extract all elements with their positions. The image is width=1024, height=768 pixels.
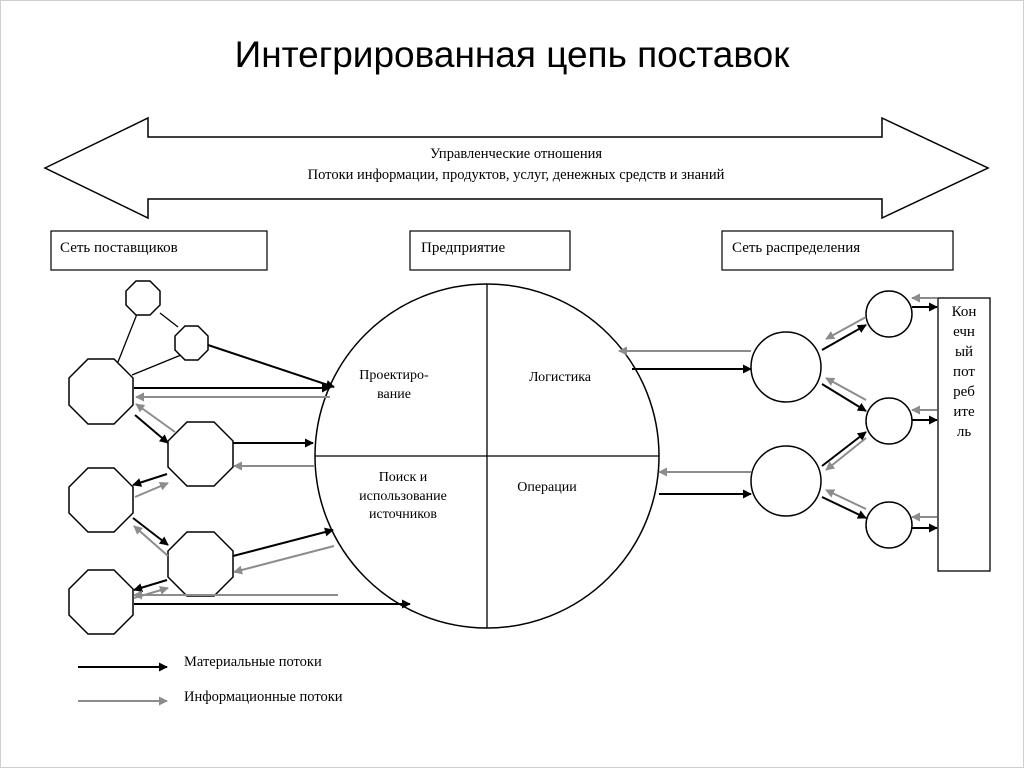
material-flow-arrow [821,496,867,519]
supplier-node [167,421,234,487]
quadrant-sourcing-line-3: источников [369,507,437,522]
material-flow-arrow [134,414,169,444]
material-flow-arrow [133,579,168,592]
information-flow-arrow [133,525,169,557]
information-flow-arrow [233,545,335,575]
distribution-node [865,290,913,338]
material-flow-arrow [232,527,334,557]
distribution-node [865,397,913,445]
information-flow-arrow [134,482,169,498]
supplier-node [167,531,234,597]
supplier-node [174,325,209,361]
page-title: Интегрированная цепь поставок [234,34,790,75]
end-consumer-box [937,297,991,572]
information-flow-arrow [825,316,867,340]
supplier-node [68,467,134,533]
consumer-text-4: пот [953,364,975,380]
distribution-box [721,230,954,271]
consumer-text-6: ите [953,404,975,420]
quadrant-operations: Операции [517,480,577,495]
distribution-label: Сеть распределения [732,240,860,256]
suppliers-label: Сеть поставщиков [60,240,178,256]
information-flow-arrow [135,403,176,433]
quadrant-sourcing-line-2: использование [359,489,447,504]
quadrant-design-line-2: вание [377,387,411,402]
distribution-node [865,501,913,549]
supplier-link [117,313,138,363]
information-flow-arrow [825,437,867,471]
information-flow-arrow [133,585,169,599]
material-flow-arrow [132,473,168,487]
supplier-node [68,358,134,425]
consumer-text-1: Кон [952,304,977,320]
supplier-link [159,312,179,328]
quadrant-logistics: Логистика [529,370,592,385]
consumer-text-5: реб [953,384,975,400]
enterprise-box [409,230,571,271]
legend-material-label: Материальные потоки [184,654,322,670]
material-flow-arrow [821,324,867,351]
supplier-link [131,354,182,376]
management-relations-arrow [43,116,990,220]
consumer-text-3: ый [955,344,973,360]
supplier-node [68,569,134,635]
consumer-text-7: ль [957,424,971,440]
material-flow-arrow [821,431,867,467]
material-flow-arrow [207,344,335,389]
enterprise-label: Предприятие [421,240,505,256]
supplier-node [125,280,161,316]
banner-line-1: Управленческие отношения [430,146,602,162]
quadrant-sourcing-line-1: Поиск и [379,470,428,485]
consumer-text-2: ечн [953,324,975,340]
distribution-node [750,331,822,403]
suppliers-box [50,230,268,271]
material-flow-arrow [132,517,169,546]
banner-line-2: Потоки информации, продуктов, услуг, ден… [308,167,725,183]
information-flow-arrow [825,489,867,510]
quadrant-design-line-1: Проектиро- [359,368,429,383]
legend-information-label: Информационные потоки [184,689,343,705]
distribution-node [750,445,822,517]
material-flow-arrow [821,383,867,412]
information-flow-arrow [825,377,867,401]
